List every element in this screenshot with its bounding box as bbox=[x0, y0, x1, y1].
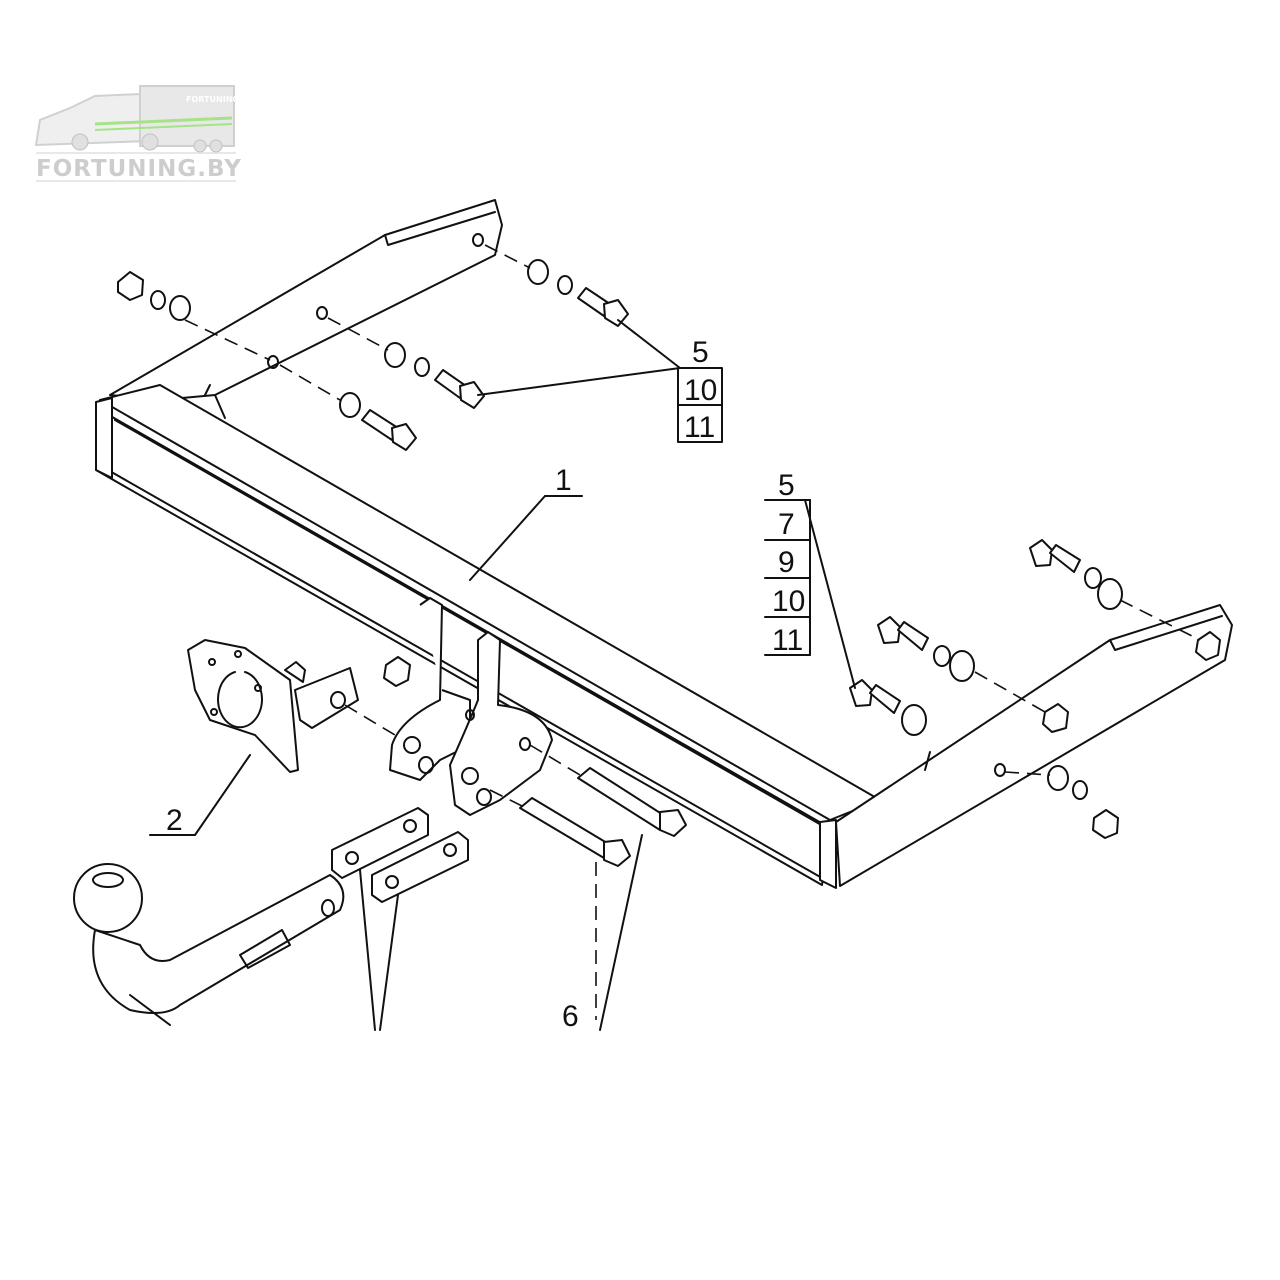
callout-label: 5 bbox=[778, 469, 795, 502]
long-bolts bbox=[519, 767, 687, 867]
blank-bottom-area bbox=[0, 1032, 1280, 1280]
spacer-plates bbox=[331, 807, 469, 903]
left-side-bracket bbox=[109, 199, 503, 401]
callout-label: 10 bbox=[684, 374, 717, 407]
callout-label: 11 bbox=[684, 411, 715, 444]
callout-part-1: 1 bbox=[555, 464, 572, 497]
callout-label: 10 bbox=[772, 585, 805, 618]
leader-lines bbox=[149, 319, 856, 1031]
assembly-axis-lines bbox=[184, 244, 1201, 1020]
callout-part-6: 6 bbox=[562, 1000, 579, 1033]
socket-bracket-part-2 bbox=[187, 639, 359, 773]
callout-label: 7 bbox=[778, 508, 795, 541]
callout-stack-left: 5 10 11 bbox=[677, 336, 723, 444]
callout-part-2: 2 bbox=[166, 804, 183, 837]
fortuning-logo: FORTUNING FORTUNING.BY bbox=[34, 85, 242, 182]
ball-mount-plates bbox=[383, 597, 553, 816]
logo-brand-text: FORTUNING.BY bbox=[36, 156, 242, 182]
callout-label: 5 bbox=[692, 336, 709, 369]
logo-trailer-text: FORTUNING bbox=[186, 95, 239, 104]
tow-ball-arm bbox=[73, 863, 345, 1026]
right-side-bracket bbox=[835, 604, 1233, 887]
callout-label: 9 bbox=[778, 546, 795, 579]
callout-label: 11 bbox=[772, 624, 803, 657]
fasteners bbox=[117, 259, 1123, 839]
callout-stack-right: 5 7 9 10 11 bbox=[764, 469, 811, 657]
